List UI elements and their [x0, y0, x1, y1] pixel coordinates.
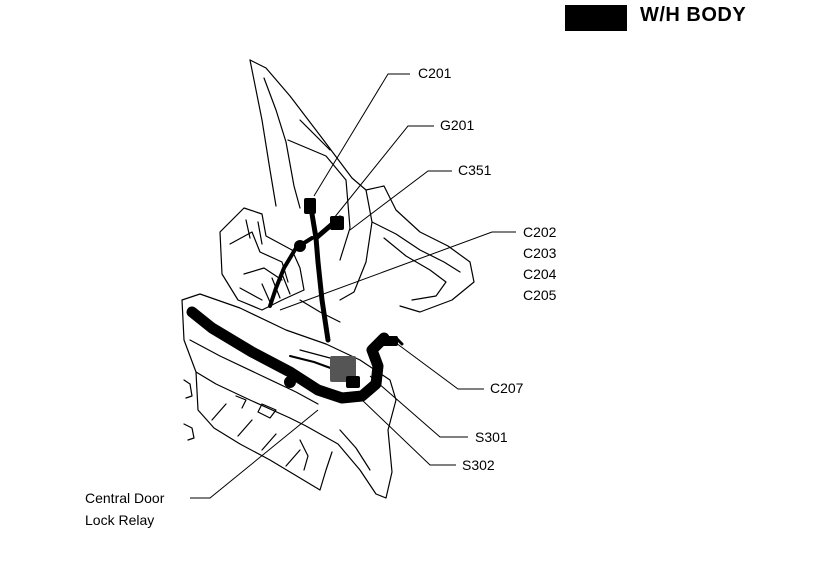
label-c351: C351 — [458, 162, 492, 178]
label-central-door-lock-relay: Central Door Lock Relay — [85, 487, 164, 531]
pillar-edge — [249, 59, 277, 207]
label-c205: C205 — [523, 287, 557, 303]
leader-s302 — [359, 397, 456, 466]
label-c204: C204 — [523, 266, 557, 282]
harness-main — [186, 306, 390, 404]
label-s302: S302 — [462, 457, 495, 473]
harness-riser — [309, 211, 331, 343]
leader-c207 — [391, 339, 484, 390]
label-c201: C201 — [418, 65, 452, 81]
label-c207: C207 — [490, 380, 524, 396]
pillar-outline — [249, 59, 373, 301]
label-g201: G201 — [440, 117, 475, 133]
label-c202-group: C202 C203 C204 C205 — [523, 222, 556, 306]
leader-c202 — [279, 231, 516, 311]
label-c203: C203 — [523, 245, 557, 261]
header-black-block — [565, 5, 627, 31]
pillar-inner — [263, 77, 301, 209]
label-relay-line-1: Central Door — [85, 490, 165, 506]
label-s301: S301 — [475, 429, 508, 445]
leader-relay — [190, 409, 319, 499]
pillar-panel — [287, 139, 351, 261]
leader-s301 — [369, 375, 468, 438]
label-relay-line-2: Lock Relay — [85, 512, 155, 528]
header-title: W/H BODY — [640, 4, 747, 26]
leader-c201 — [313, 73, 410, 197]
floor-panel — [181, 293, 397, 499]
leader-c351 — [349, 170, 452, 231]
body-panel-right — [365, 185, 475, 313]
label-c202: C202 — [523, 224, 557, 240]
relay-bracket — [219, 207, 305, 311]
leader-g201 — [333, 125, 434, 219]
